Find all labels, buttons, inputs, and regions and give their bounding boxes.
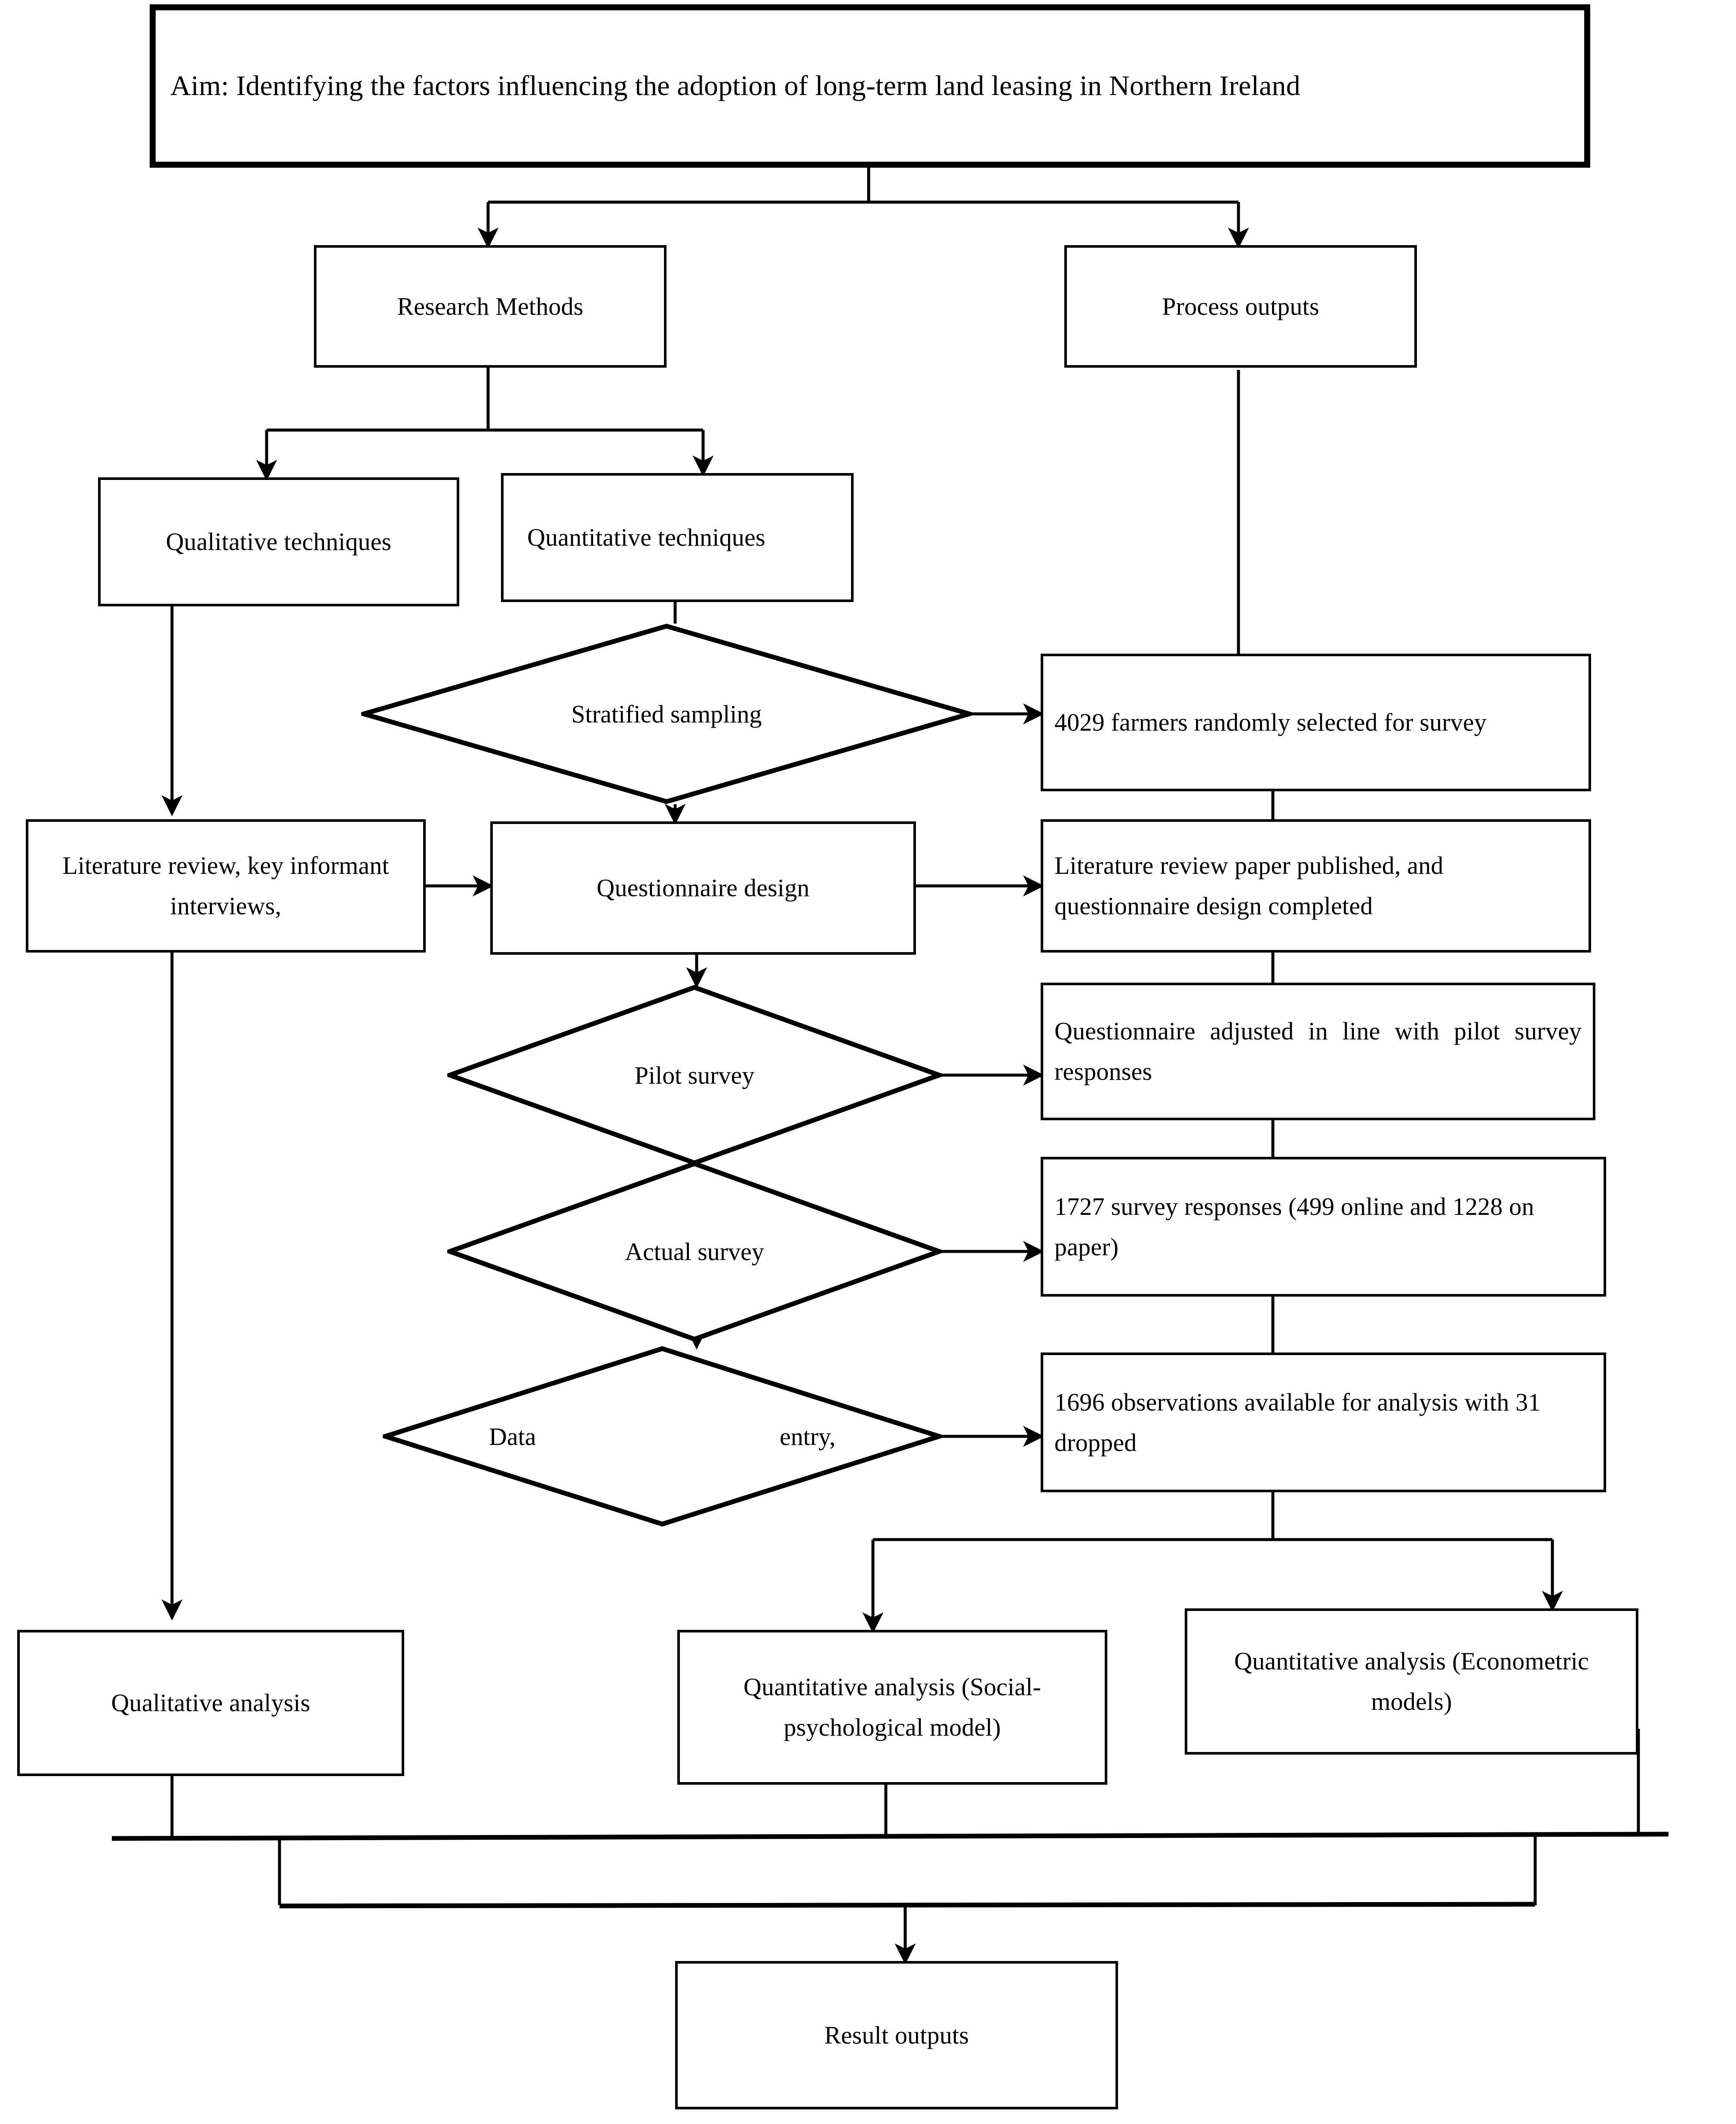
node-data-entry-label: Data entry, [489,1422,836,1451]
node-farmers-selected-label: 4029 farmers randomly selected for surve… [1054,708,1487,737]
node-data-entry[interactable]: Data entry, [383,1346,942,1527]
node-research-methods[interactable]: Research Methods [314,245,667,368]
node-qualitative-analysis[interactable]: Qualitative analysis [17,1630,404,1776]
node-result-outputs-label: Result outputs [824,2021,969,2049]
node-quantitative-techniques[interactable]: Quantitative techniques [501,473,854,602]
node-questionnaire-adjusted[interactable]: Questionnaire adjusted in line with pilo… [1041,983,1595,1120]
node-survey-responses-label: 1727 survey responses (499 online and 12… [1054,1192,1534,1261]
node-qualitative-techniques-label: Qualitative techniques [166,528,392,556]
node-questionnaire-design[interactable]: Questionnaire design [490,821,916,955]
node-quantitative-social[interactable]: Quantitative analysis (Social-psychologi… [677,1630,1107,1785]
node-process-outputs-label: Process outputs [1162,292,1319,320]
node-stratified-sampling-label: Stratified sampling [571,700,762,728]
node-questionnaire-design-label: Questionnaire design [596,874,810,902]
node-aim-label: Aim: Identifying the factors influencing… [170,70,1300,101]
node-process-outputs[interactable]: Process outputs [1064,245,1417,368]
node-pilot-survey[interactable]: Pilot survey [447,985,942,1165]
node-observations-available-label: 1696 observations available for analysis… [1054,1388,1541,1457]
node-actual-survey[interactable]: Actual survey [447,1161,942,1342]
edge-bottom-bar-1 [111,1832,1669,1841]
node-literature-review-label: Literature review, key informant intervi… [62,851,389,920]
node-aim[interactable]: Aim: Identifying the factors influencing… [150,4,1590,168]
node-observations-available[interactable]: 1696 observations available for analysis… [1041,1352,1606,1492]
node-quantitative-econometric-label: Quantitative analysis (Econometric model… [1234,1647,1589,1715]
node-result-outputs[interactable]: Result outputs [675,1961,1118,2109]
node-qualitative-analysis-label: Qualitative analysis [111,1689,310,1717]
node-questionnaire-adjusted-label: Questionnaire adjusted in line with pilo… [1054,1017,1582,1085]
node-literature-published[interactable]: Literature review paper published, and q… [1041,819,1591,953]
node-stratified-sampling[interactable]: Stratified sampling [361,624,972,804]
node-literature-published-label: Literature review paper published, and q… [1054,851,1444,920]
node-farmers-selected[interactable]: 4029 farmers randomly selected for surve… [1041,654,1591,791]
node-actual-survey-label: Actual survey [625,1237,764,1266]
node-pilot-survey-label: Pilot survey [634,1061,755,1089]
node-quantitative-econometric[interactable]: Quantitative analysis (Econometric model… [1185,1608,1638,1755]
node-literature-review[interactable]: Literature review, key informant intervi… [26,819,426,953]
node-survey-responses[interactable]: 1727 survey responses (499 online and 12… [1041,1157,1606,1297]
node-research-methods-label: Research Methods [397,292,584,320]
node-qualitative-techniques[interactable]: Qualitative techniques [98,477,459,606]
edge-bottom-bar-2 [279,1902,1536,1909]
node-quantitative-social-label: Quantitative analysis (Social-psychologi… [743,1673,1042,1741]
node-quantitative-techniques-label: Quantitative techniques [527,523,765,552]
